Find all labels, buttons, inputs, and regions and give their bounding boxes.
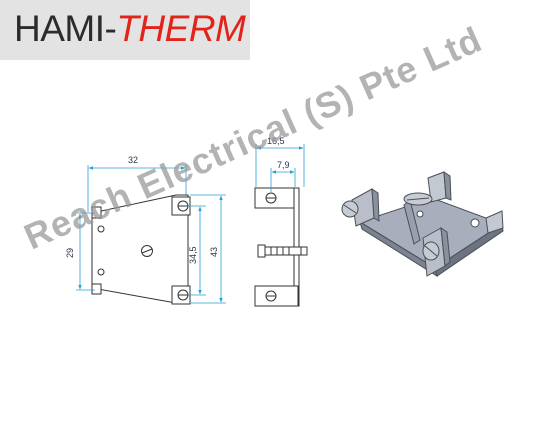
logo-part-therm: THERM [116,8,246,49]
side-view-dimensions [255,144,305,192]
logo-part-hami: HAMI- [14,8,117,49]
dim-front-overall-height: 43 [209,247,219,257]
dim-side-offset: 7,9 [277,160,290,170]
dim-front-hole-spacing: 34,5 [188,246,198,264]
dim-front-height: 29 [65,248,75,258]
brand-logo: HAMI-THERM [0,0,250,60]
front-view [91,194,191,305]
isometric-bracket-view [341,171,504,278]
front-view-dimensions [76,165,226,304]
dim-front-width: 32 [128,155,138,165]
brand-logo-text: HAMI-THERM [14,8,246,49]
dim-side-width: 16,5 [267,136,285,146]
side-view [254,187,308,307]
